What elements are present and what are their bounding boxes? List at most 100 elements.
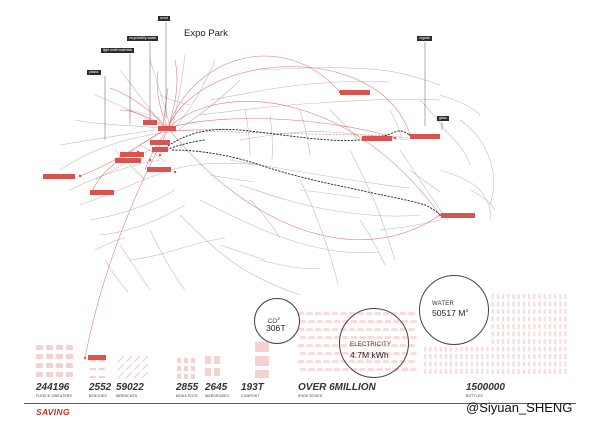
- bottle-icon: [548, 354, 551, 359]
- bottle-icon: [507, 331, 510, 337]
- bottle-icon: [564, 309, 567, 314]
- bottle-icon: [533, 324, 536, 329]
- bottle-icon: [507, 361, 510, 367]
- bottle-icon: [465, 369, 468, 374]
- bottle-icon: [429, 361, 432, 367]
- bottle-icon: [543, 339, 546, 344]
- shoe-box-icon: [410, 368, 417, 371]
- shoe-box-icon: [323, 328, 330, 331]
- bottle-icon: [424, 369, 427, 374]
- bottle-icon: [538, 294, 541, 299]
- site-block: [120, 152, 144, 157]
- bottle-icon: [548, 339, 551, 344]
- bottle-icon: [450, 354, 453, 359]
- bottle-icon: [522, 324, 525, 329]
- shoe-box-icon: [298, 344, 304, 347]
- bottle-icon: [502, 354, 505, 359]
- stat-value: OVER 6MILLION: [298, 382, 376, 393]
- bottle-icon: [559, 361, 562, 367]
- bottle-icon: [559, 316, 562, 322]
- stat-label: BOTTLES: [466, 394, 483, 398]
- bottle-icon: [450, 346, 453, 352]
- bottle-icon: [543, 361, 546, 367]
- bottle-icon: [455, 369, 458, 374]
- bottle-icon: [554, 346, 557, 352]
- bottle-icon: [434, 361, 437, 367]
- co2-label: CO2: [268, 316, 281, 325]
- site-block: [147, 167, 171, 172]
- stat-label: MOKA POTS: [176, 394, 198, 398]
- bottle-icon: [496, 309, 499, 314]
- bottle-icon: [564, 294, 567, 299]
- bottle-icon: [507, 301, 510, 307]
- bottle-icon: [522, 361, 525, 367]
- wrench-icons: [117, 355, 149, 379]
- bottle-icon: [434, 354, 437, 359]
- bottle-icon: [522, 354, 525, 359]
- shoe-box-icon: [334, 352, 340, 355]
- bottle-icon: [548, 331, 551, 337]
- bottle-icon: [522, 339, 525, 344]
- bottle-icon: [491, 339, 494, 344]
- bottle-icon: [528, 316, 531, 322]
- bottle-icon: [548, 294, 551, 299]
- shoe-box-icon: [391, 312, 398, 315]
- bottle-icon: [538, 301, 541, 307]
- bottle-icon: [491, 361, 494, 367]
- bottle-icon: [538, 361, 541, 367]
- bottle-icon: [538, 324, 541, 329]
- bottle-icon: [512, 369, 515, 374]
- shoe-box-icon: [308, 320, 315, 323]
- shoe-box-icon: [315, 312, 321, 315]
- bottle-icon: [424, 346, 427, 352]
- bottle-icon: [507, 346, 510, 352]
- main-routes: [159, 128, 441, 216]
- leader-lines: [104, 22, 443, 140]
- category-label-wood: wood: [158, 16, 171, 21]
- bottle-icon: [486, 369, 489, 374]
- stat-value: 2855: [176, 382, 199, 393]
- shoe-box-icon: [410, 352, 417, 355]
- bottle-icon: [554, 361, 557, 367]
- stat-label: BENCHES: [89, 394, 107, 398]
- section-title: SAVING: [36, 407, 70, 417]
- bottle-icon: [460, 354, 463, 359]
- shoe-box-icon: [317, 336, 323, 339]
- bottle-icon: [496, 361, 499, 367]
- shoe-box-icon: [349, 312, 355, 315]
- bottle-icon: [460, 361, 463, 367]
- bottle-icon: [481, 354, 484, 359]
- stat-value: 193T: [241, 382, 264, 393]
- bottle-icon: [533, 301, 536, 307]
- shoe-box-icon: [402, 368, 408, 371]
- bottle-icon: [517, 331, 520, 337]
- bottle-icon: [522, 346, 525, 352]
- bottle-icon: [548, 309, 551, 314]
- bottle-icon: [491, 309, 494, 314]
- bottle-icon: [538, 331, 541, 337]
- site-block: [441, 213, 475, 218]
- bottle-icon: [559, 324, 562, 329]
- bottle-icon: [481, 369, 484, 374]
- bottle-icon: [564, 354, 567, 359]
- shoe-box-icon: [317, 320, 323, 323]
- bottle-icon: [522, 309, 525, 314]
- bottle-icon: [533, 361, 536, 367]
- bottle-icon: [564, 339, 567, 344]
- bottle-icon: [538, 339, 541, 344]
- bottle-icon: [491, 294, 494, 299]
- stat-value: 2552: [89, 382, 112, 393]
- bottle-icon: [496, 354, 499, 359]
- bottle-icon: [554, 339, 557, 344]
- site-block: [90, 190, 114, 195]
- stat-value: 2645: [205, 382, 228, 393]
- site-block: [88, 355, 106, 360]
- bottle-icon: [512, 354, 515, 359]
- bottle-icon: [512, 331, 515, 337]
- bottle-icon: [455, 354, 458, 359]
- bottle-icon: [564, 361, 567, 367]
- bottle-icon: [444, 346, 447, 352]
- bottle-icon: [517, 309, 520, 314]
- bottle-icon: [564, 331, 567, 337]
